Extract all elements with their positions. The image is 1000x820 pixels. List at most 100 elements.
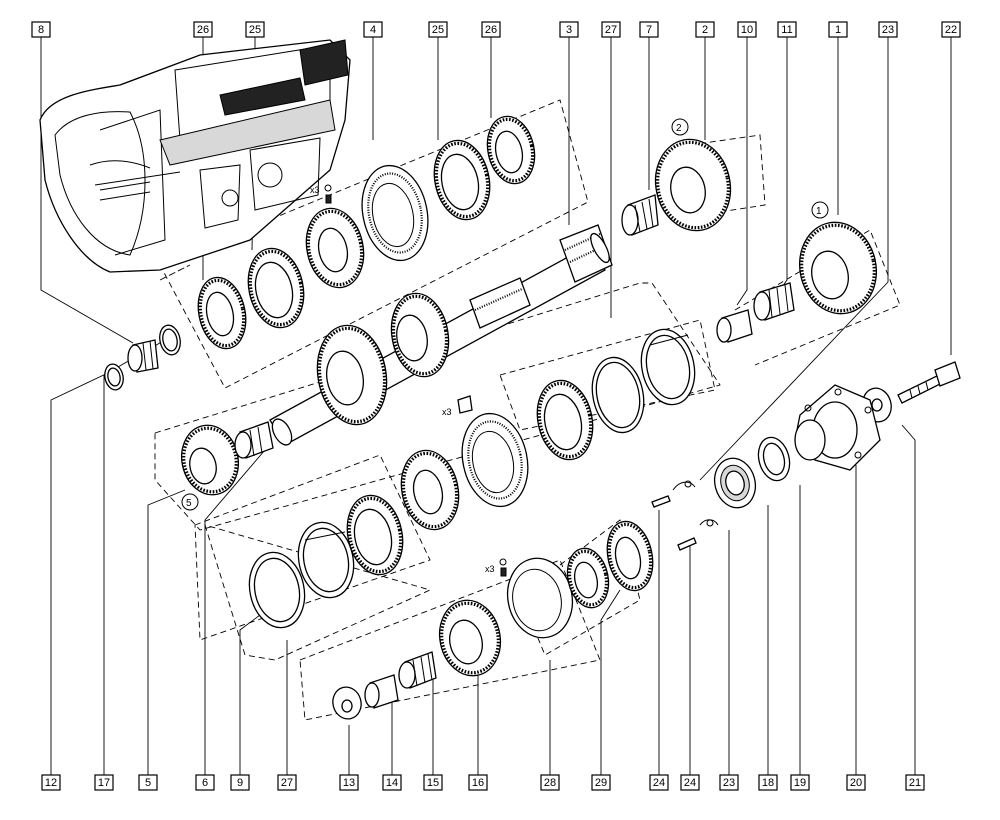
callout-box: 17 — [94, 774, 114, 791]
svg-text:27: 27 — [281, 777, 293, 789]
callout-box: 25 — [245, 21, 265, 38]
callout-box: 27 — [277, 774, 297, 791]
callout-box: 19 — [790, 774, 810, 791]
gear-ring-29 — [606, 520, 654, 592]
ring-plain-middle-2 — [640, 328, 696, 406]
circlip-12 — [104, 363, 124, 391]
svg-text:2: 2 — [702, 24, 708, 36]
svg-text:10: 10 — [741, 24, 753, 36]
callout-box: 8 — [31, 21, 51, 38]
flange-20 — [794, 384, 881, 471]
bearing-18 — [713, 457, 757, 509]
bottom-callouts: 12 17 5 6 9 27 13 14 15 16 28 29 24 24 2… — [41, 774, 925, 791]
callout-box: 6 — [195, 774, 215, 791]
bottom-leader-lines — [50, 339, 916, 775]
callout-box: 16 — [468, 774, 488, 791]
svg-text:26: 26 — [485, 24, 497, 36]
needle-bearing-6 — [234, 421, 274, 459]
gear-1: 1 — [798, 201, 878, 315]
svg-text:27: 27 — [605, 24, 617, 36]
svg-text:13: 13 — [343, 777, 355, 789]
callout-box: 28 — [540, 774, 560, 791]
svg-text:5: 5 — [145, 777, 151, 789]
svg-text:14: 14 — [386, 777, 398, 789]
callout-box: 9 — [230, 774, 250, 791]
screw-24-upper — [651, 495, 671, 508]
ring-plain-middle-1 — [591, 356, 645, 434]
needle-bearing-15 — [398, 651, 437, 689]
quantity-mark-1: x3 — [310, 185, 320, 195]
sync-ring-25-left — [247, 247, 305, 329]
clip-23-upper — [672, 480, 696, 491]
bearing-17 — [127, 339, 159, 373]
callout-box: 10 — [737, 21, 757, 38]
dashed-group-outlines — [154, 99, 901, 721]
svg-text:28: 28 — [544, 777, 556, 789]
callout-box: 22 — [941, 21, 961, 38]
svg-text:3: 3 — [566, 24, 572, 36]
callout-box: 1 — [828, 21, 848, 38]
callout-box: 21 — [905, 774, 925, 791]
callout-box: 3 — [559, 21, 579, 38]
svg-text:23: 23 — [723, 777, 735, 789]
svg-text:25: 25 — [432, 24, 444, 36]
callout-box: 18 — [758, 774, 778, 791]
svg-text:26: 26 — [197, 24, 209, 36]
svg-text:7: 7 — [646, 24, 652, 36]
svg-text:24: 24 — [684, 777, 696, 789]
circled-label-2: 2 — [676, 123, 682, 134]
sync-ring-right-middle — [536, 379, 594, 461]
callout-box: 11 — [777, 21, 797, 38]
callout-box: 4 — [363, 21, 383, 38]
callout-box: 23 — [878, 21, 898, 38]
callout-box: 25 — [428, 21, 448, 38]
svg-text:18: 18 — [762, 777, 774, 789]
screw-24-lower — [677, 519, 719, 551]
quantity-mark-2: x3 — [442, 407, 452, 417]
callout-box: 14 — [382, 774, 402, 791]
svg-text:23: 23 — [882, 24, 894, 36]
top-callouts: 8 26 25 4 25 26 3 27 7 2 10 11 1 23 22 — [31, 21, 961, 38]
svg-text:20: 20 — [850, 777, 862, 789]
callout-box: 12 — [41, 774, 61, 791]
svg-text:21: 21 — [909, 777, 921, 789]
callout-box: 26 — [481, 21, 501, 38]
quantity-mark-3: x3 — [485, 564, 495, 574]
sync-ring-27 — [297, 521, 355, 599]
callout-box: 23 — [719, 774, 739, 791]
callout-box: 2 — [695, 21, 715, 38]
callout-box: 20 — [846, 774, 866, 791]
callout-box: 7 — [639, 21, 659, 38]
svg-text:4: 4 — [370, 24, 376, 36]
sync-ring-25-right — [433, 139, 491, 221]
shaft-gear-large — [316, 324, 388, 426]
callout-box: 24 — [649, 774, 669, 791]
synchro-hub-upper: x3 — [305, 184, 365, 289]
svg-text:24: 24 — [653, 777, 665, 789]
svg-text:29: 29 — [595, 777, 607, 789]
spacer-10 — [716, 309, 753, 343]
sync-ring-26-right — [486, 115, 536, 185]
callout-box: 5 — [138, 774, 158, 791]
svg-text:17: 17 — [98, 777, 110, 789]
washer-13 — [332, 686, 362, 720]
svg-text:8: 8 — [38, 24, 44, 36]
svg-text:25: 25 — [249, 24, 261, 36]
callout-box: 26 — [193, 21, 213, 38]
callout-box: 13 — [339, 774, 359, 791]
svg-text:11: 11 — [781, 24, 792, 36]
callout-box: 29 — [591, 774, 611, 791]
sleeve-middle — [461, 412, 529, 508]
svg-text:16: 16 — [472, 777, 484, 789]
block-small-x3: x3 — [442, 395, 473, 417]
svg-text:19: 19 — [794, 777, 806, 789]
circlip-17-ring — [159, 324, 181, 356]
callout-box: 24 — [680, 774, 700, 791]
bolt-22 — [897, 361, 961, 404]
gearbox-housing — [39, 39, 351, 273]
needle-bearing-7 — [621, 194, 659, 236]
svg-text:1: 1 — [835, 24, 841, 36]
sync-ring-toothed-lower — [346, 494, 404, 576]
gear-16 — [438, 599, 502, 677]
